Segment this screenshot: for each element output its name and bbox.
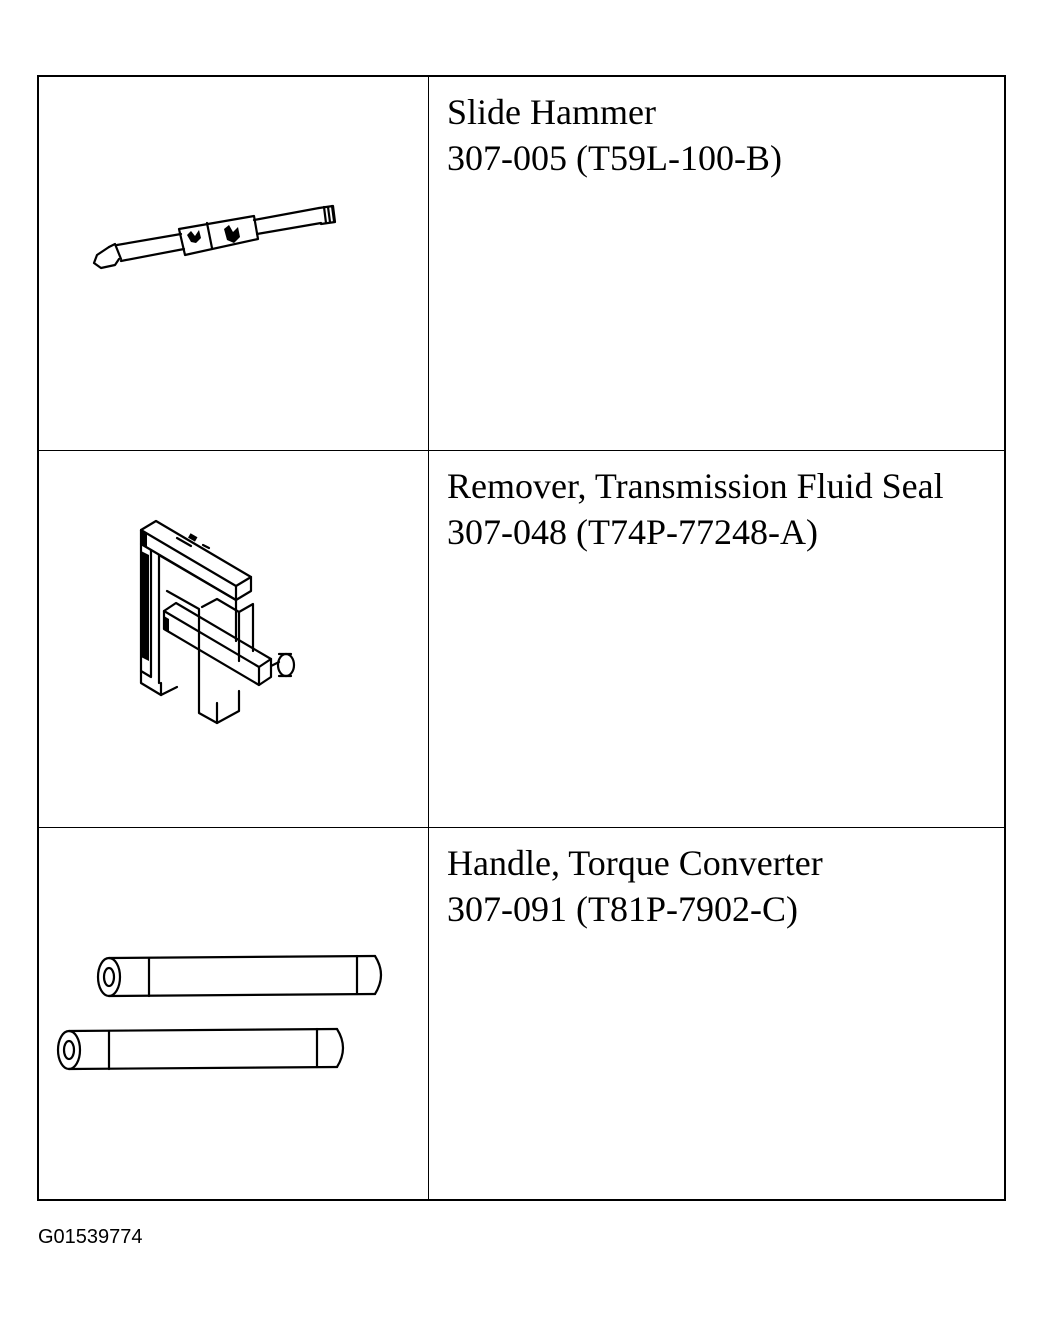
tool-name: Remover, Transmission Fluid Seal	[447, 466, 944, 506]
tool-image-cell	[39, 77, 429, 450]
table-row: Remover, Transmission Fluid Seal 307-048…	[39, 451, 1004, 828]
special-tools-table: Slide Hammer 307-005 (T59L-100-B)	[37, 75, 1006, 1201]
slide-hammer-illustration	[92, 204, 337, 270]
tool-part-number: 307-091 (T81P-7902-C)	[447, 889, 798, 929]
tool-image-cell	[39, 828, 429, 1199]
table-row: Handle, Torque Converter 307-091 (T81P-7…	[39, 828, 1004, 1199]
figure-id: G01539774	[38, 1226, 143, 1248]
torque-converter-handle-illustration	[56, 954, 383, 1071]
table-row: Slide Hammer 307-005 (T59L-100-B)	[39, 77, 1004, 451]
tool-description-cell: Handle, Torque Converter 307-091 (T81P-7…	[430, 828, 1004, 1199]
seal-remover-illustration	[139, 519, 296, 725]
tool-description-cell: Remover, Transmission Fluid Seal 307-048…	[430, 451, 1004, 827]
tool-name: Handle, Torque Converter	[447, 843, 823, 883]
tool-description-cell: Slide Hammer 307-005 (T59L-100-B)	[430, 77, 1004, 450]
tool-part-number: 307-048 (T74P-77248-A)	[447, 512, 818, 552]
tool-image-cell	[39, 451, 429, 827]
tool-part-number: 307-005 (T59L-100-B)	[447, 138, 782, 178]
tool-name: Slide Hammer	[447, 92, 656, 132]
